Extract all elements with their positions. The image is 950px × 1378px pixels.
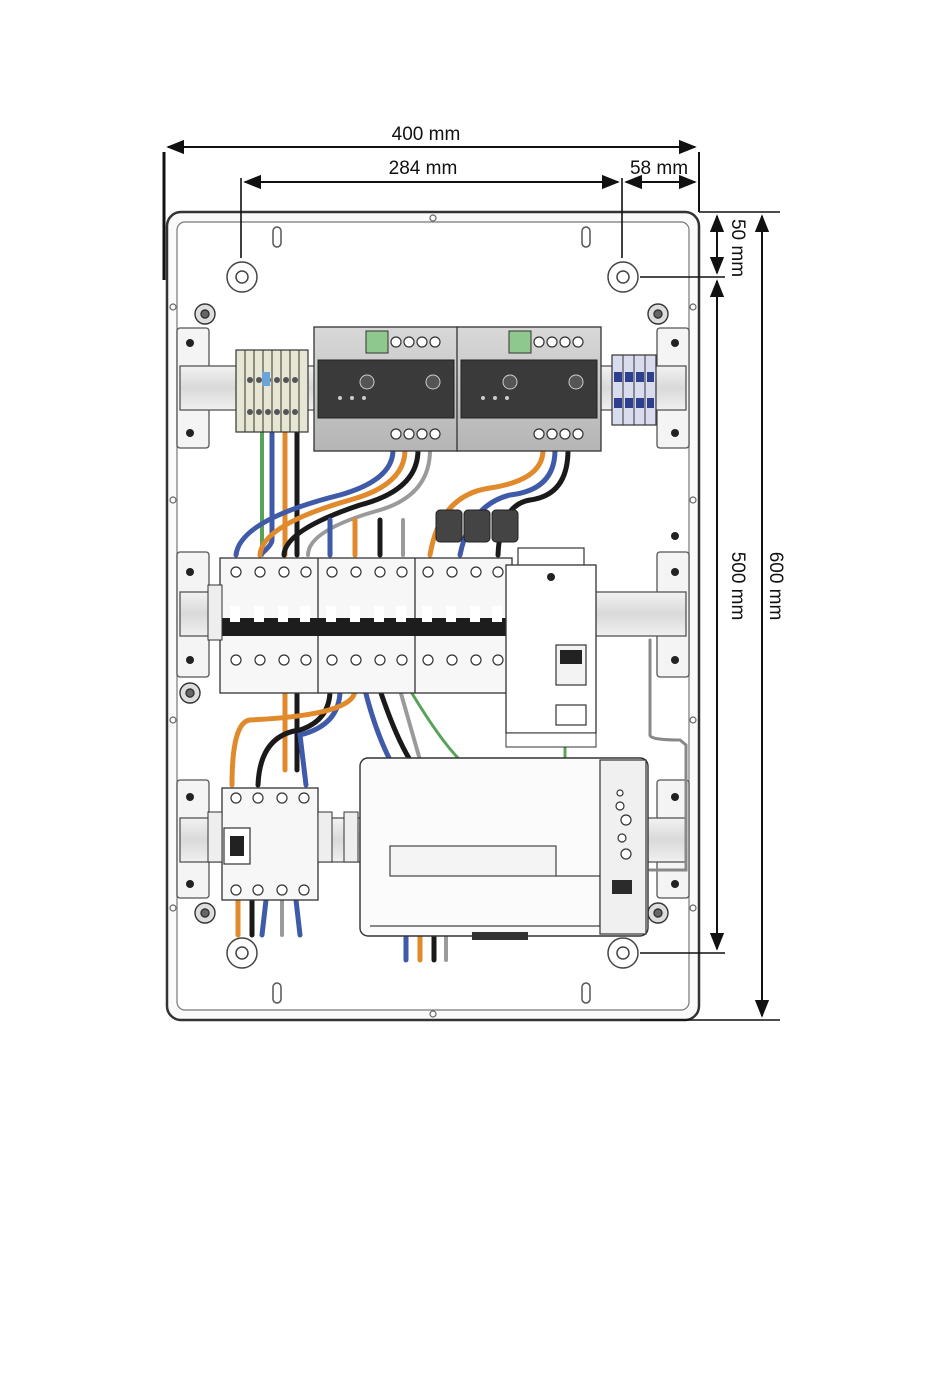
control-module-2 bbox=[457, 327, 601, 451]
terminal-block-right bbox=[612, 355, 656, 425]
mounting-hole-top-right bbox=[608, 262, 638, 292]
meter-module bbox=[506, 548, 596, 747]
label-total-height: 600 mm bbox=[765, 552, 786, 621]
mounting-hole-top-left bbox=[227, 262, 257, 292]
energy-meter-housing bbox=[360, 758, 648, 940]
terminal-block-left bbox=[236, 350, 308, 432]
current-transformers bbox=[436, 510, 518, 542]
label-hole-spacing-vertical: 500 mm bbox=[727, 552, 748, 621]
label-hole-spacing-horizontal: 284 mm bbox=[389, 158, 458, 179]
label-hole-edge-offset: 58 mm bbox=[630, 158, 688, 179]
circuit-breaker-row bbox=[208, 558, 526, 693]
mounting-hole-bottom-left bbox=[227, 938, 257, 968]
mounting-hole-bottom-right bbox=[608, 938, 638, 968]
control-module-1 bbox=[314, 327, 458, 451]
label-total-width: 400 mm bbox=[392, 124, 461, 145]
label-top-offset: 50 mm bbox=[727, 219, 748, 277]
